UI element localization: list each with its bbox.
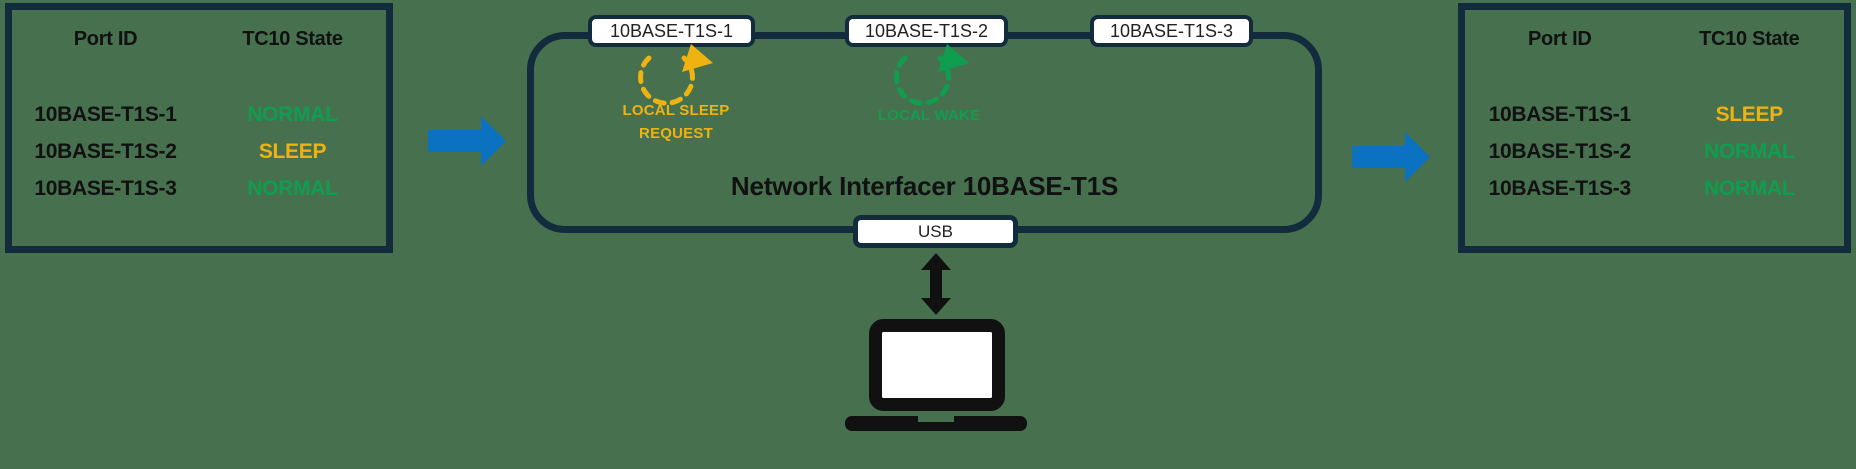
- usb-label: USB: [918, 221, 953, 241]
- label-line: LOCAL WAKE: [877, 107, 981, 124]
- port-id-cell: 10BASE-T1S-3: [34, 176, 177, 200]
- table-row: 10BASE-T1S-1 NORMAL: [12, 103, 386, 126]
- local-wake-label: LOCAL WAKE: [844, 104, 1014, 127]
- table-body: 10BASE-T1S-1 NORMAL 10BASE-T1S-2 SLEEP 1…: [12, 103, 386, 200]
- port-id-cell: 10BASE-T1S-2: [1488, 139, 1632, 163]
- column-header-port-id: Port ID: [73, 28, 138, 50]
- local-wake-loop-icon: [894, 44, 969, 106]
- usb-double-arrow-icon: [921, 253, 951, 315]
- table-row: 10BASE-T1S-3 NORMAL: [12, 177, 386, 200]
- tc10-state-cell: SLEEP: [1715, 102, 1784, 126]
- port-id-cell: 10BASE-T1S-2: [34, 139, 177, 163]
- port-tab-3: 10BASE-T1S-3: [1090, 15, 1253, 47]
- table-header-row: Port ID TC10 State: [12, 10, 386, 51]
- port-id-cell: 10BASE-T1S-1: [1488, 102, 1632, 126]
- device-title: Network Interfacer 10BASE-T1S: [730, 171, 1119, 201]
- tc10-state-table-before: Port ID TC10 State 10BASE-T1S-1 NORMAL 1…: [5, 3, 393, 253]
- port-tab-label: 10BASE-T1S-2: [864, 20, 989, 41]
- local-sleep-loop-icon: [638, 44, 713, 106]
- port-tab-1: 10BASE-T1S-1: [588, 15, 755, 47]
- laptop-icon: [845, 319, 1027, 431]
- label-line: REQUEST: [639, 125, 713, 142]
- port-tab-label: 10BASE-T1S-1: [609, 20, 734, 41]
- table-row: 10BASE-T1S-1 SLEEP: [1465, 103, 1844, 126]
- port-id-cell: 10BASE-T1S-3: [1488, 176, 1632, 200]
- local-sleep-request-label: LOCAL SLEEP REQUEST: [591, 99, 761, 145]
- table-row: 10BASE-T1S-3 NORMAL: [1465, 177, 1844, 200]
- tc10-state-cell: NORMAL: [247, 176, 338, 200]
- port-tab-label: 10BASE-T1S-3: [1109, 20, 1234, 41]
- port-id-cell: 10BASE-T1S-1: [34, 102, 177, 126]
- arrow-right-icon: [1352, 132, 1430, 182]
- column-header-tc10-state: TC10 State: [1699, 28, 1800, 50]
- column-header-tc10-state: TC10 State: [242, 28, 343, 50]
- arrow-right-icon: [428, 116, 506, 166]
- table-row: 10BASE-T1S-2 NORMAL: [1465, 140, 1844, 163]
- port-tab-2: 10BASE-T1S-2: [845, 15, 1008, 47]
- table-row: 10BASE-T1S-2 SLEEP: [12, 140, 386, 163]
- usb-port-tab: USB: [853, 215, 1018, 248]
- tc10-state-table-after: Port ID TC10 State 10BASE-T1S-1 SLEEP 10…: [1458, 3, 1851, 253]
- column-header-port-id: Port ID: [1528, 28, 1592, 50]
- table-body: 10BASE-T1S-1 SLEEP 10BASE-T1S-2 NORMAL 1…: [1465, 103, 1844, 200]
- table-header-row: Port ID TC10 State: [1465, 10, 1844, 51]
- tc10-state-cell: NORMAL: [1704, 139, 1795, 163]
- tc10-state-cell: NORMAL: [247, 102, 338, 126]
- label-line: LOCAL SLEEP: [622, 102, 730, 119]
- tc10-state-cell: SLEEP: [258, 139, 327, 163]
- tc10-state-cell: NORMAL: [1704, 176, 1795, 200]
